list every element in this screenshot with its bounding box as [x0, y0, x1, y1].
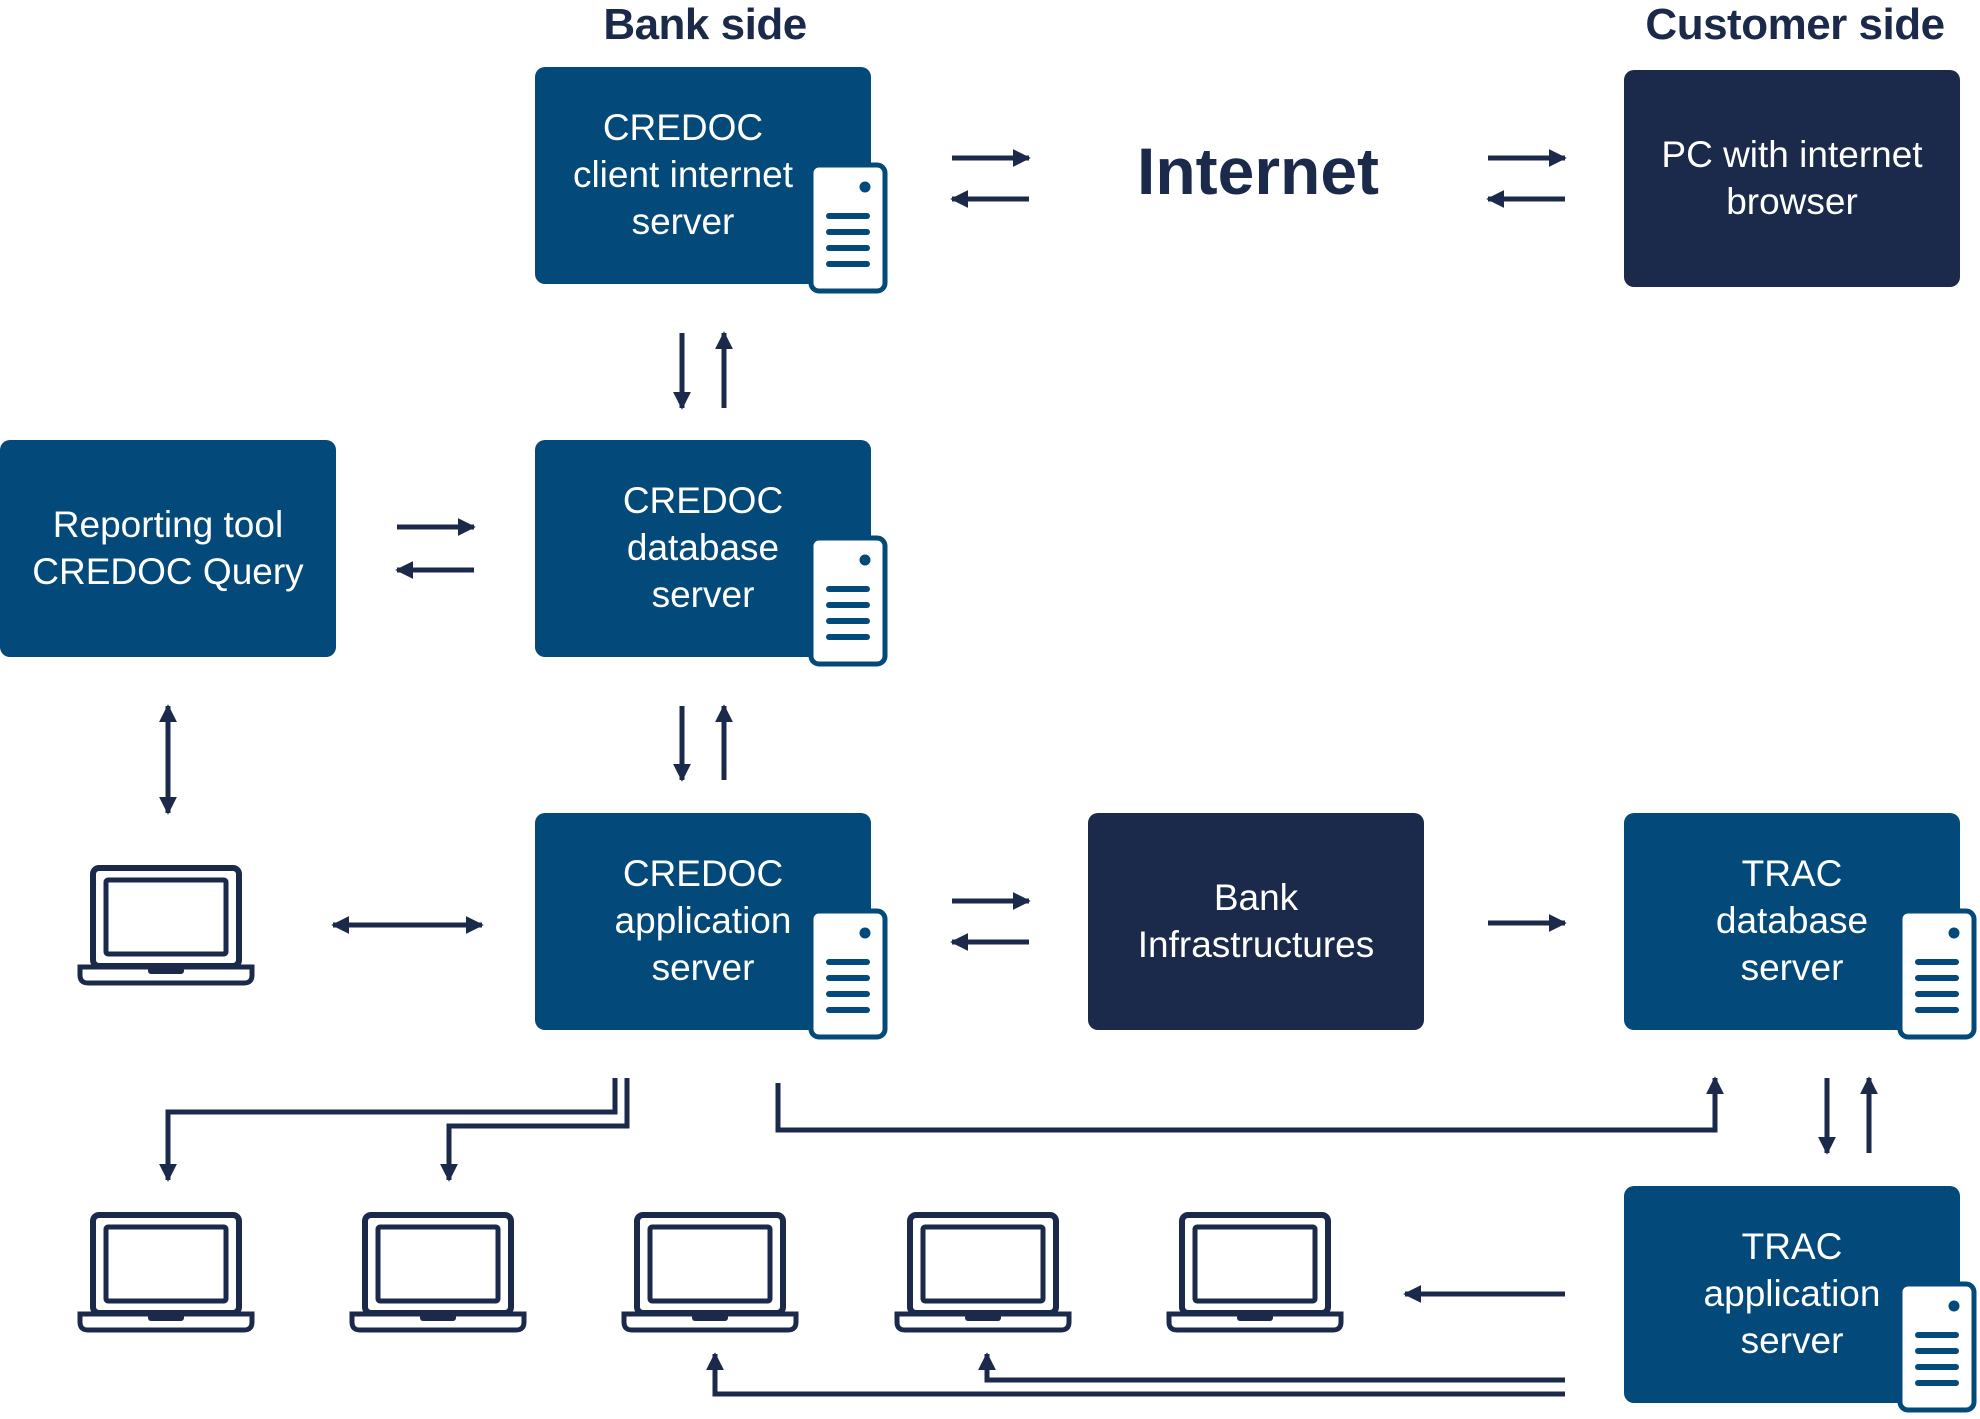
credoc-client-internet-server-label: CREDOC client internet server — [572, 107, 794, 242]
credoc-application-server-label: CREDOC application server — [614, 853, 792, 988]
reporting-tool-label: Reporting tool CREDOC Query — [32, 503, 304, 592]
bank-side-heading: Bank side — [603, 0, 807, 49]
arrow-icon — [978, 1352, 1565, 1383]
bank-infrastructures-box: Bank Infrastructures — [1088, 813, 1424, 1030]
credoc-database-server-label: CREDOC database server — [622, 480, 784, 615]
arrow-icon — [775, 1076, 1724, 1133]
trac-application-server-label: TRAC application server — [1703, 1226, 1881, 1361]
internet-label: Internet — [1136, 134, 1380, 208]
pc-with-internet-browser-label: PC with internet browser — [1661, 133, 1923, 222]
reporting-tool-box: Reporting tool CREDOC Query — [0, 440, 336, 657]
trac-database-server-label: TRAC database server — [1715, 853, 1869, 988]
pc-with-internet-browser-box: PC with internet browser — [1624, 70, 1960, 287]
customer-side-heading: Customer side — [1645, 0, 1945, 49]
bank-infrastructures-label: Bank Infrastructures — [1137, 876, 1375, 965]
arrow-icon — [706, 1352, 1565, 1397]
arrow-icon — [159, 1078, 618, 1182]
arrow-icon — [440, 1078, 630, 1182]
